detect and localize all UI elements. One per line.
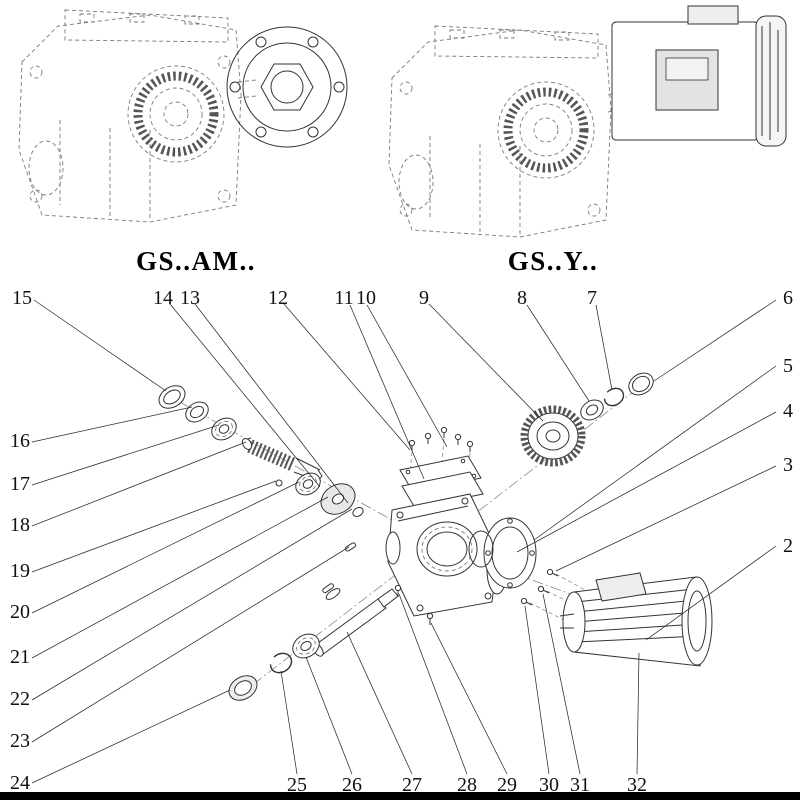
callout-9: 9 (419, 287, 429, 309)
callout-14: 14 (153, 287, 173, 309)
callout-16: 16 (10, 430, 30, 452)
part-screw-28 (394, 584, 402, 597)
callout-7: 7 (587, 287, 597, 309)
callout-10: 10 (356, 287, 376, 309)
part-ring-22 (352, 507, 364, 517)
callout-11: 11 (334, 287, 353, 309)
part-gear-9 (520, 405, 586, 467)
part-pin-19 (275, 479, 283, 487)
part-bolt-30 (520, 597, 573, 625)
part-bearing-20 (295, 472, 321, 496)
callout-24: 24 (10, 772, 30, 794)
part-bearing-17 (211, 417, 237, 441)
part-flange-cover-5 (483, 517, 537, 589)
callout-2: 2 (783, 535, 793, 557)
callout-3: 3 (783, 454, 793, 476)
part-circlip-25 (269, 652, 293, 674)
gearbox-variant-am-drawing: GS..AM.. (18, 9, 348, 276)
callout-31: 31 (570, 774, 590, 796)
callout-13: 13 (180, 287, 200, 309)
callout-28: 28 (457, 774, 477, 796)
part-bearing-26 (292, 633, 320, 659)
callout-numbers: 15 14 13 12 11 10 9 8 7 6 5 4 3 2 16 17 … (10, 287, 793, 796)
callout-20: 20 (10, 601, 30, 623)
callout-26: 26 (342, 774, 362, 796)
part-gasket-13 (401, 471, 484, 509)
part-ring-6 (628, 372, 654, 396)
part-key-14-pin (322, 583, 335, 594)
callout-23: 23 (10, 730, 30, 752)
part-screw-29 (426, 612, 434, 625)
leader-lines (31, 299, 777, 784)
part-washer-8 (580, 399, 604, 421)
gearbox-variant-y-drawing: GS..Y.. (388, 5, 787, 276)
callout-32: 32 (627, 774, 647, 796)
callout-21: 21 (10, 646, 30, 668)
callout-30: 30 (539, 774, 559, 796)
callout-5: 5 (783, 355, 793, 377)
part-seal-4 (468, 530, 494, 568)
part-ring-16 (185, 401, 209, 423)
callout-4: 4 (783, 400, 793, 422)
callout-18: 18 (10, 514, 30, 536)
callout-17: 17 (10, 473, 30, 495)
callout-6: 6 (783, 287, 793, 309)
output-flange (226, 26, 348, 148)
callout-19: 19 (10, 560, 30, 582)
part-washer-24 (228, 675, 258, 701)
part-shaft-key (325, 588, 341, 600)
callout-12: 12 (268, 287, 288, 309)
variant-label-y: GS..Y.. (508, 246, 599, 276)
callout-25: 25 (287, 774, 307, 796)
part-worm-shaft-18 (241, 437, 323, 482)
part-seal-ring-15 (158, 385, 186, 409)
callout-15: 15 (12, 287, 32, 309)
part-circlip-7 (603, 387, 625, 407)
electric-motor (611, 5, 787, 147)
callout-8: 8 (517, 287, 527, 309)
bottom-border-bar (0, 792, 800, 800)
exploded-view (158, 372, 713, 701)
callout-22: 22 (10, 688, 30, 710)
part-shim-disc-21 (320, 483, 356, 515)
callout-27: 27 (402, 774, 422, 796)
part-key-23 (344, 542, 357, 552)
part-motor-32 (559, 572, 713, 667)
variant-label-am: GS..AM.. (136, 246, 256, 276)
callout-29: 29 (497, 774, 517, 796)
